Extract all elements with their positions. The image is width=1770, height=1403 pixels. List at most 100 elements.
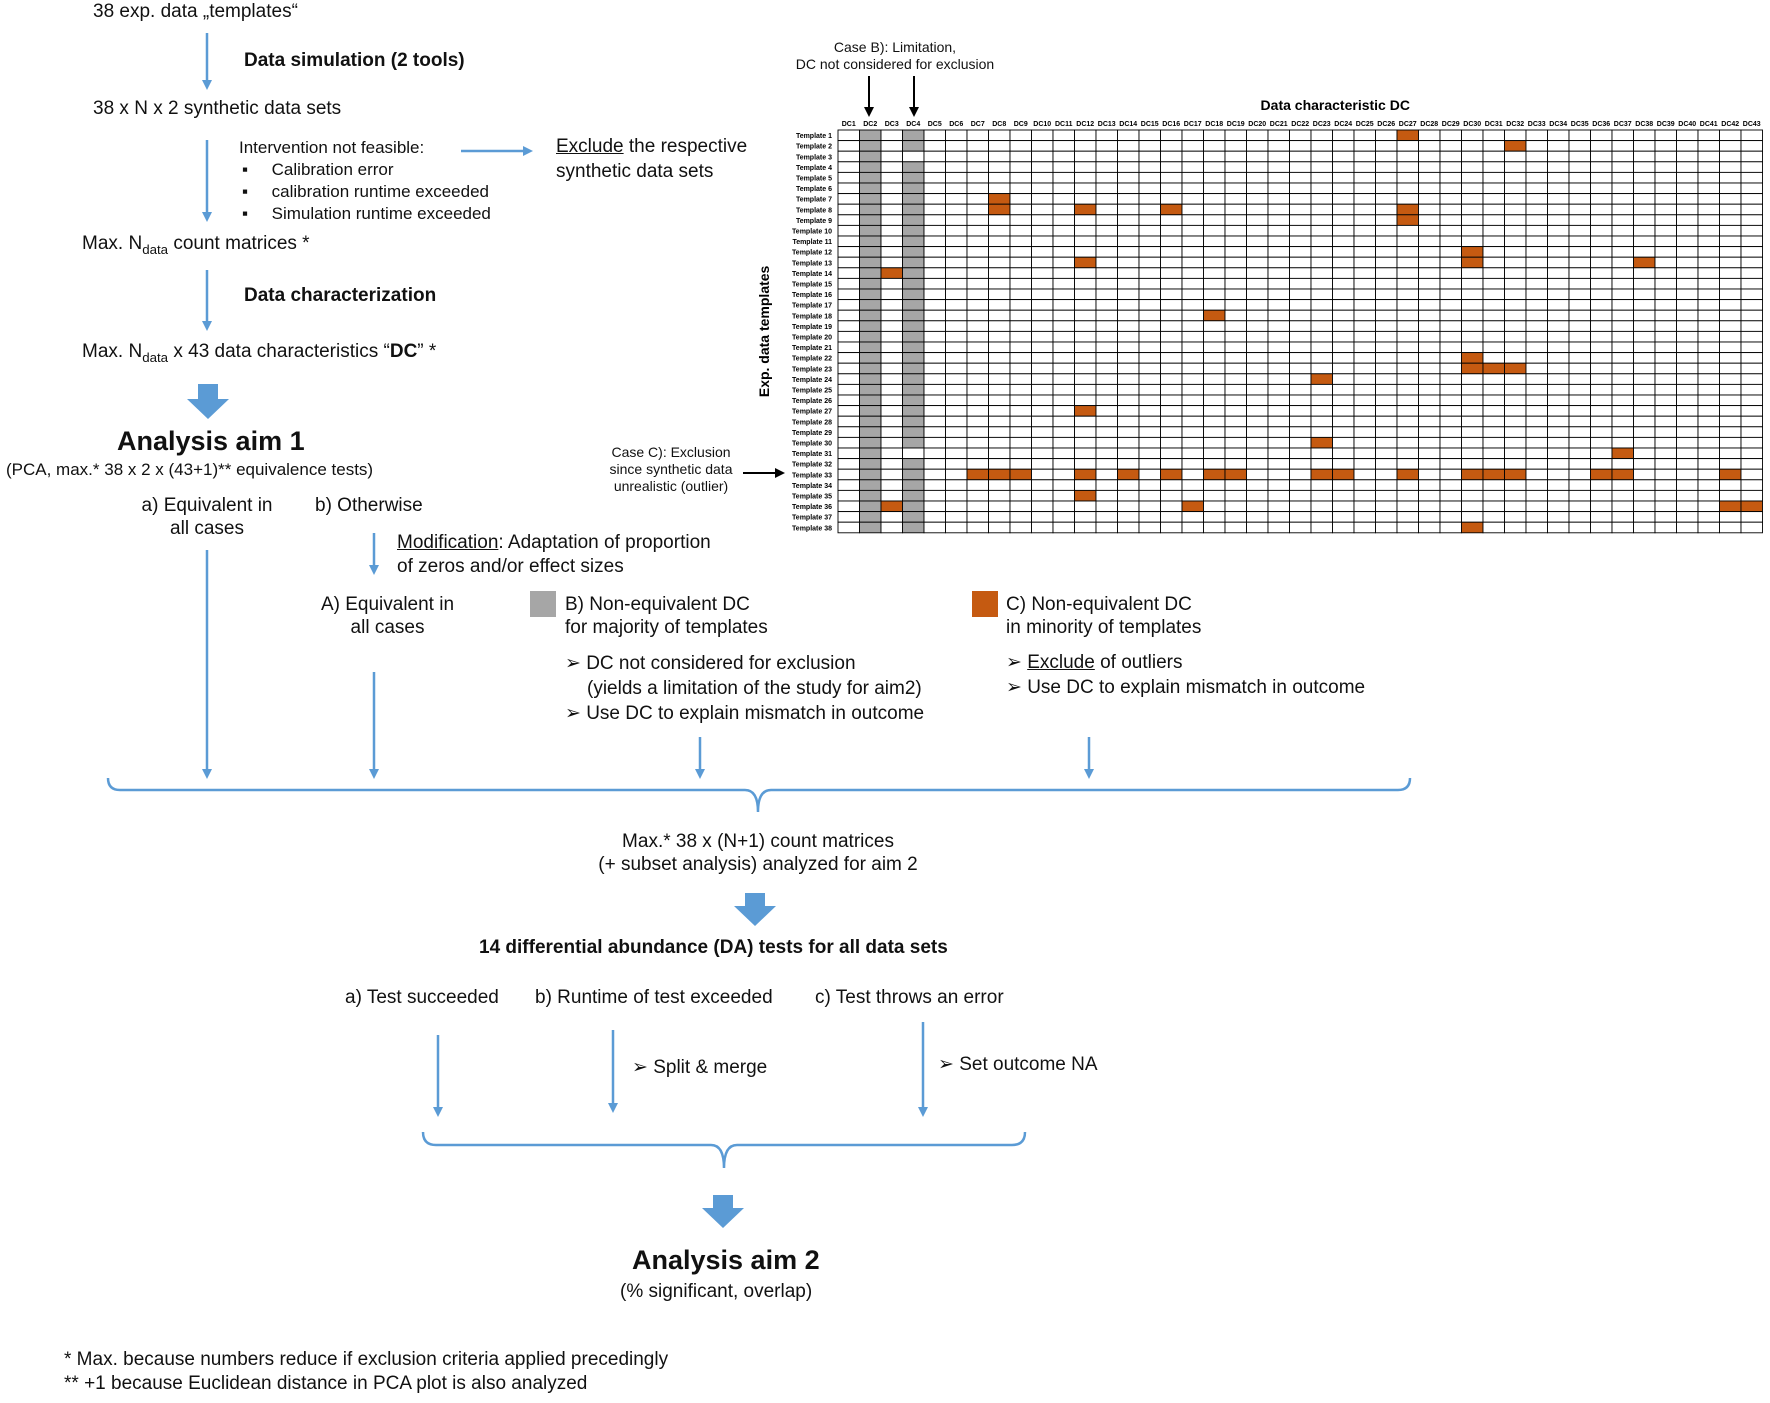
matrix-cell — [1633, 468, 1656, 481]
matrix-cell — [923, 256, 946, 269]
matrix-cell — [1138, 161, 1161, 173]
matrix-cell — [1332, 256, 1355, 269]
matrix-cell — [1697, 352, 1720, 364]
matrix-cell — [1031, 150, 1054, 163]
matrix-cell — [1482, 129, 1505, 142]
matrix-cell — [1590, 511, 1613, 523]
matrix-cell — [1095, 150, 1118, 163]
matrix-cell — [1052, 171, 1075, 184]
matrix-cell — [1461, 140, 1484, 152]
matrix-cell — [1181, 214, 1204, 226]
matrix-cell — [1117, 352, 1140, 364]
matrix-cell — [1396, 521, 1419, 534]
matrix-cell — [1332, 468, 1355, 481]
matrix-row-label: Template 30 — [792, 441, 832, 448]
matrix-cell — [1375, 511, 1398, 523]
matrix-cell — [1160, 341, 1183, 354]
matrix-cell — [1310, 171, 1333, 184]
matrix-cell — [1203, 458, 1226, 470]
matrix-cell — [1633, 246, 1656, 258]
matrix-cell — [1461, 521, 1484, 534]
matrix-cell — [1203, 362, 1226, 375]
matrix-cell — [1267, 415, 1290, 428]
matrix-col-label: DC6 — [949, 121, 963, 128]
matrix-cell — [1719, 203, 1742, 216]
matrix-cell — [1353, 309, 1376, 322]
matrix-cell — [1482, 468, 1505, 481]
matrix-cell — [1439, 214, 1462, 226]
matrix-cell — [945, 150, 968, 163]
matrix-cell — [1396, 489, 1419, 502]
matrix-cell — [1267, 277, 1290, 290]
matrix-cell — [1267, 479, 1290, 491]
matrix-cell — [1396, 150, 1419, 163]
matrix-cell — [1289, 468, 1312, 481]
case-b-label: Case B): Limitation,DC not considered fo… — [795, 39, 995, 72]
matrix-cell — [1160, 521, 1183, 534]
matrix-col-label: DC21 — [1270, 121, 1288, 128]
matrix-cell — [902, 511, 925, 523]
matrix-cell — [1396, 288, 1419, 301]
matrix-cell — [1031, 330, 1054, 343]
matrix-cell — [1246, 267, 1269, 279]
matrix-row-label: Template 12 — [792, 250, 832, 257]
matrix-cell — [1525, 203, 1548, 216]
matrix-cell — [880, 436, 903, 449]
matrix-cell — [859, 256, 882, 269]
matrix-cell — [1719, 330, 1742, 343]
matrix-cell — [1633, 330, 1656, 343]
matrix-cell — [1719, 277, 1742, 290]
matrix-cell — [1525, 320, 1548, 332]
matrix-cell — [1461, 373, 1484, 385]
matrix-cell — [1353, 235, 1376, 248]
matrix-cell — [1418, 299, 1441, 311]
matrix-row-label: Template 23 — [792, 366, 832, 373]
matrix-cell — [1633, 489, 1656, 502]
matrix-cell — [1138, 373, 1161, 385]
matrix-cell — [1181, 489, 1204, 502]
matrix-cell — [1138, 489, 1161, 502]
matrix-cell — [1461, 362, 1484, 375]
matrix-cell — [1031, 214, 1054, 226]
matrix-row-label: Template 19 — [792, 324, 832, 331]
matrix-cell — [837, 150, 860, 163]
matrix-col-label: DC1 — [842, 121, 856, 128]
matrix-cell — [1697, 479, 1720, 491]
matrix-cell — [1224, 426, 1247, 438]
matrix-cell — [1676, 500, 1699, 513]
matrix-cell — [1418, 171, 1441, 184]
matrix-cell — [1332, 426, 1355, 438]
matrix-cell — [988, 288, 1011, 301]
matrix-cell — [1181, 521, 1204, 534]
matrix-cell — [1568, 394, 1591, 407]
matrix-cell — [988, 415, 1011, 428]
matrix-cell — [1074, 309, 1097, 322]
matrix-cell — [1267, 309, 1290, 322]
matrix-cell — [1267, 161, 1290, 173]
matrix-cell — [1719, 511, 1742, 523]
matrix-cell — [1654, 288, 1677, 301]
matrix-cell — [1138, 330, 1161, 343]
matrix-cell — [1181, 277, 1204, 290]
matrix-cell — [1568, 182, 1591, 195]
matrix-cell — [1504, 511, 1527, 523]
matrix-cell — [1418, 203, 1441, 216]
matrix-cell — [837, 458, 860, 470]
matrix-cell — [1439, 288, 1462, 301]
matrix-cell — [1117, 193, 1140, 205]
matrix-cell — [945, 320, 968, 332]
matrix-cell — [902, 362, 925, 375]
matrix-cell — [837, 330, 860, 343]
matrix-cell — [1482, 203, 1505, 216]
matrix-cell — [1031, 405, 1054, 417]
matrix-cell — [880, 203, 903, 216]
matrix-cell — [988, 352, 1011, 364]
matrix-cell — [1654, 352, 1677, 364]
matrix-cell — [1482, 299, 1505, 311]
matrix-cell — [902, 468, 925, 481]
matrix-cell — [1590, 129, 1613, 142]
matrix-cell — [1482, 224, 1505, 237]
matrix-cell — [1697, 447, 1720, 460]
matrix-cell — [859, 214, 882, 226]
